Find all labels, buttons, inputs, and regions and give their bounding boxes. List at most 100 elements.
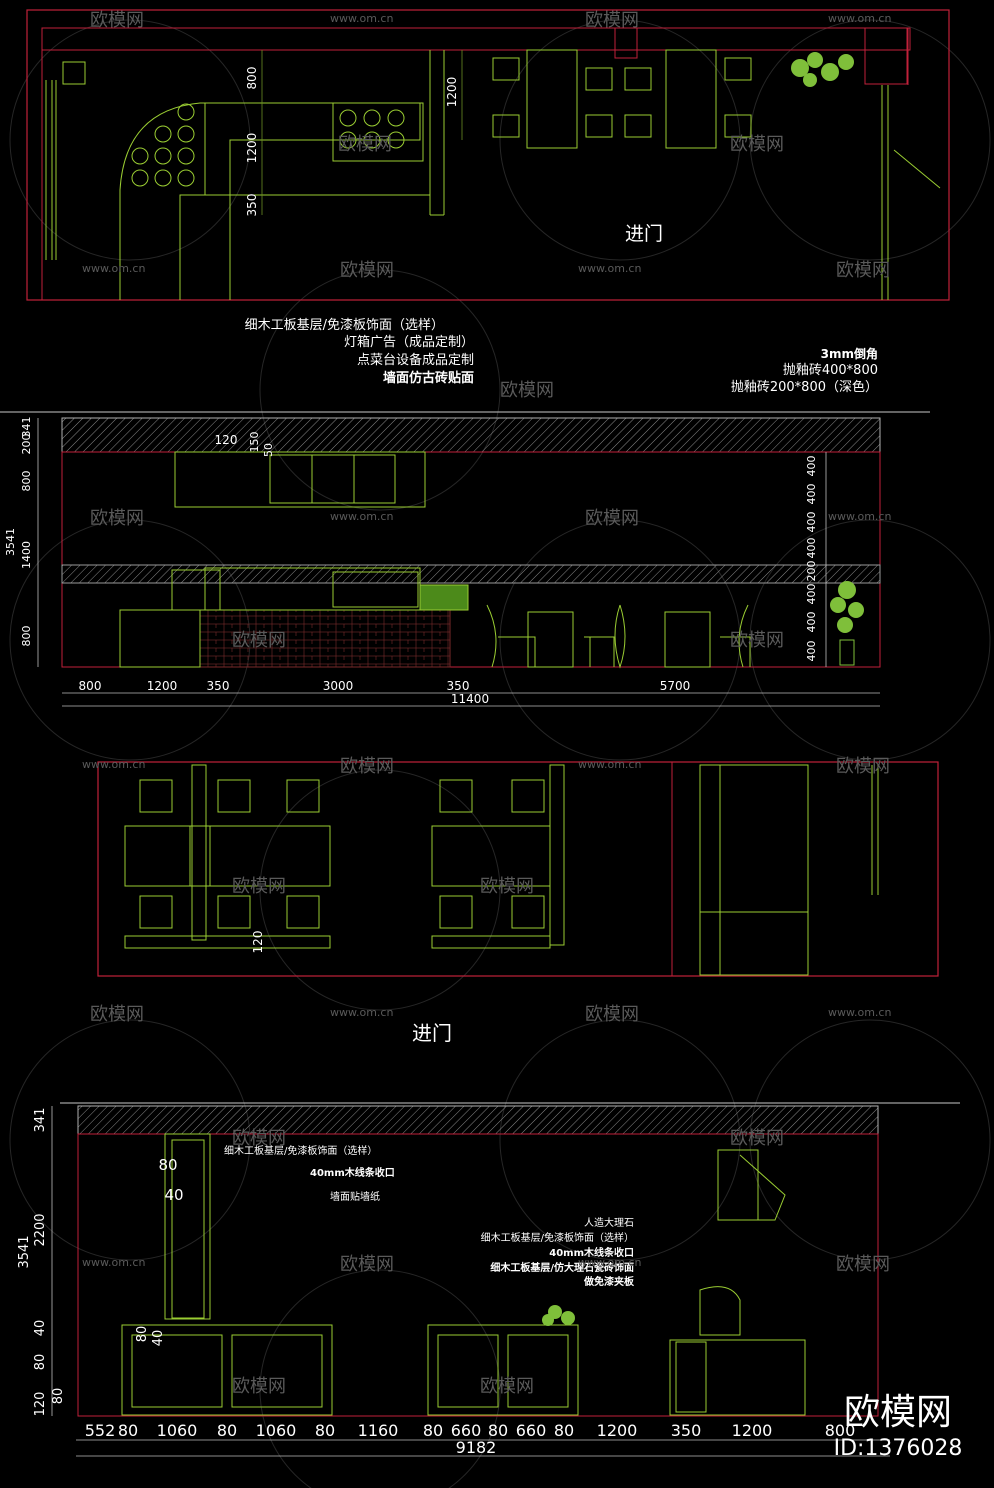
- plan-bottom: 120 进门: [97, 761, 939, 1045]
- watermark-brand: 欧模网: [585, 1004, 639, 1025]
- watermark-url: www.om.cn: [578, 758, 641, 771]
- watermark-brand: 欧模网: [836, 260, 890, 281]
- dim-text: 400: [805, 456, 818, 477]
- dim-text: 80: [217, 1421, 237, 1440]
- watermark-url: www.om.cn: [82, 758, 145, 771]
- watermark-pattern: [9, 19, 991, 1488]
- dim-text: 1160: [358, 1421, 399, 1440]
- note-text: 墙面贴墙纸: [330, 1190, 380, 1203]
- dim-text: 80: [315, 1421, 335, 1440]
- watermark-brand: 欧模网: [730, 630, 784, 651]
- dim-text: 80: [135, 1326, 150, 1343]
- note-text: 细木工板基层/免漆板饰面（选样）: [224, 1144, 377, 1157]
- watermark-url: www.om.cn: [828, 12, 891, 25]
- dim-text: 341: [33, 1108, 48, 1133]
- dim-text: 400: [805, 584, 818, 605]
- watermark-brand: 欧模网: [585, 10, 639, 31]
- note-text: 3mm倒角: [821, 346, 878, 361]
- plan-top: 800 1200 1200 350 进门: [26, 9, 950, 301]
- watermark: 欧模网 www.om.cn 欧模网 www.om.cn 欧模网 欧模网 www.…: [82, 10, 891, 1397]
- note-text: 墙面仿古砖贴面: [383, 370, 474, 386]
- dim-text: 660: [451, 1421, 482, 1440]
- watermark-brand: 欧模网: [340, 260, 394, 281]
- dim-text: 1200: [597, 1421, 638, 1440]
- dim-text: 1060: [157, 1421, 198, 1440]
- dim-text: 341: [20, 417, 33, 438]
- entrance-label: 进门: [412, 1021, 452, 1045]
- dim-text: 80: [33, 1354, 48, 1371]
- note-text: 抛釉砖400*800: [783, 363, 878, 378]
- note-text: 做免漆夹板: [583, 1275, 635, 1288]
- elevation-2: 细木工板基层/免漆板饰面（选样） 40mm木线条收口 墙面贴墙纸 人造大理石 细…: [17, 1102, 960, 1457]
- watermark-brand: 欧模网: [232, 1128, 286, 1149]
- dim-text: 5700: [660, 679, 691, 693]
- dim-text: 80: [554, 1421, 574, 1440]
- dim-text: 80: [158, 1156, 177, 1174]
- dim-text: 1200: [147, 679, 178, 693]
- dim-text: 350: [245, 194, 259, 217]
- dim-text: 400: [805, 612, 818, 633]
- logo-id: ID:1376028: [834, 1436, 963, 1461]
- watermark-brand: 欧模网: [90, 1004, 144, 1025]
- watermark-url: www.om.cn: [828, 1006, 891, 1019]
- watermark-url: www.om.cn: [828, 510, 891, 523]
- dim-text: 660: [516, 1421, 547, 1440]
- dim-text: 800: [245, 67, 259, 90]
- watermark-url: www.om.cn: [82, 1256, 145, 1269]
- dim-text: 40: [151, 1330, 166, 1347]
- dim-text: 80: [51, 1388, 66, 1405]
- watermark-url: www.om.cn: [330, 510, 393, 523]
- watermark-brand: 欧模网: [232, 876, 286, 897]
- watermark-brand: 欧模网: [836, 756, 890, 777]
- dim-text: 9182: [456, 1438, 497, 1457]
- dim-text: 3000: [323, 679, 354, 693]
- dim-text: 50: [262, 443, 275, 457]
- watermark-url: www.om.cn: [578, 1256, 641, 1269]
- entrance-label: 进门: [625, 223, 663, 245]
- dim-text: 150: [248, 432, 261, 453]
- dim-text: 400: [805, 484, 818, 505]
- dim-text: 800: [20, 471, 33, 492]
- dim-text: 1400: [20, 541, 33, 569]
- plant-icon: [830, 581, 864, 666]
- note-text: 细木工板基层/仿大理石瓷砖饰面: [490, 1261, 634, 1274]
- dim-text: 800: [825, 1421, 856, 1440]
- dim-text: 120: [33, 1392, 48, 1417]
- watermark-brand: 欧模网: [480, 876, 534, 897]
- logo-brand: 欧模网: [844, 1392, 952, 1433]
- dim-text: 11400: [451, 692, 489, 706]
- dim-text: 2200: [33, 1213, 48, 1246]
- note-text: 人造大理石: [584, 1216, 634, 1229]
- dim-text: 800: [79, 679, 102, 693]
- watermark-url: www.om.cn: [330, 12, 393, 25]
- watermark-brand: 欧模网: [500, 380, 554, 401]
- dim-text: 40: [33, 1320, 48, 1337]
- note-text: 细木工板基层/免漆板饰面（选样）: [245, 317, 444, 333]
- dim-text: 400: [805, 512, 818, 533]
- plant-icon: [542, 1305, 575, 1326]
- note-text: 点菜台设备成品定制: [357, 352, 474, 368]
- watermark-brand: 欧模网: [90, 508, 144, 529]
- watermark-brand: 欧模网: [232, 1376, 286, 1397]
- dim-text: 552: [85, 1421, 116, 1440]
- watermark-url: www.om.cn: [82, 262, 145, 275]
- dim-text: 1060: [256, 1421, 297, 1440]
- note-text: 灯箱广告（成品定制）: [344, 334, 474, 350]
- dim-text: 80: [118, 1421, 138, 1440]
- dim-text: 1200: [245, 133, 259, 164]
- dim-text: 120: [215, 433, 238, 447]
- dim-text: 1200: [732, 1421, 773, 1440]
- watermark-brand: 欧模网: [836, 1254, 890, 1275]
- dim-text: 80: [488, 1421, 508, 1440]
- dim-text: 3541: [4, 528, 17, 556]
- watermark-brand: 欧模网: [340, 1254, 394, 1275]
- dim-text: 350: [447, 679, 470, 693]
- watermark-brand: 欧模网: [480, 1376, 534, 1397]
- dim-text: 350: [207, 679, 230, 693]
- plant-icon: [791, 52, 854, 87]
- watermark-url: www.om.cn: [330, 1006, 393, 1019]
- elevation-1: 细木工板基层/免漆板饰面（选样） 灯箱广告（成品定制） 点菜台设备成品定制 墙面…: [0, 317, 930, 707]
- dim-text: 80: [423, 1421, 443, 1440]
- watermark-brand: 欧模网: [585, 508, 639, 529]
- dim-text: 3541: [17, 1235, 32, 1268]
